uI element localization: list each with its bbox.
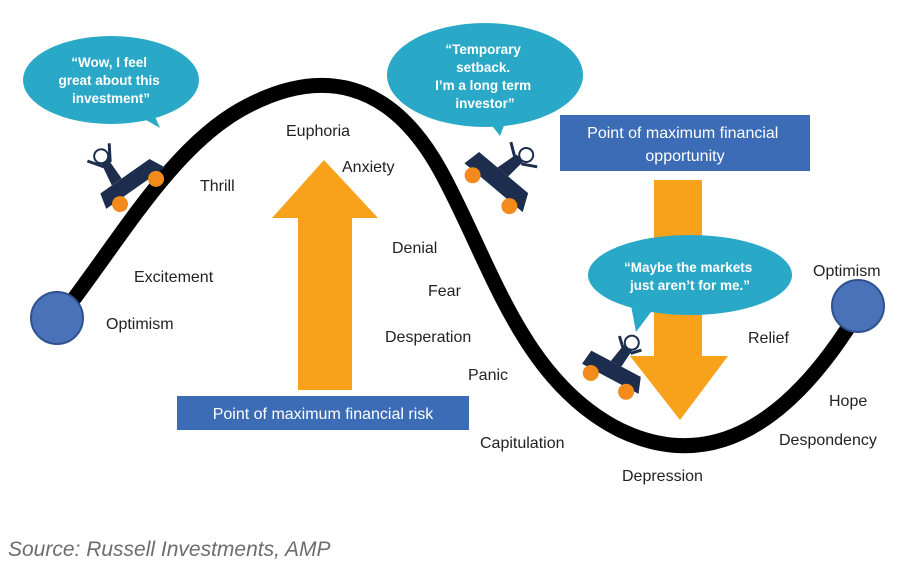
rollercoaster-car-icon	[86, 143, 166, 213]
emotion-anxiety: Anxiety	[342, 159, 394, 176]
emotion-hope: Hope	[829, 393, 867, 410]
rollercoaster-car-icon	[464, 141, 538, 215]
svg-text:“Temporary setback.: “Temporary setback. I’m a long term inve…	[435, 42, 535, 111]
emotion-optimism-end: Optimism	[813, 263, 881, 280]
emotion-depression: Depression	[622, 468, 703, 485]
emotion-relief: Relief	[748, 330, 789, 347]
speech-bubble-temporary: “Temporary setback. I’m a long term inve…	[387, 23, 583, 136]
emotion-desperation: Desperation	[385, 329, 471, 346]
emotion-denial: Denial	[392, 240, 437, 257]
emotion-panic: Panic	[468, 367, 508, 384]
emotion-optimism-start: Optimism	[106, 316, 174, 333]
emotion-excitement: Excitement	[134, 269, 214, 286]
max-risk-box	[177, 396, 469, 430]
emotion-despondency: Despondency	[779, 432, 877, 449]
emotion-capitulation: Capitulation	[480, 435, 565, 452]
max-opportunity-label: Point of maximum financial opportunity	[587, 125, 783, 165]
emotion-euphoria: Euphoria	[286, 123, 350, 140]
rollercoaster-car-icon	[582, 334, 642, 400]
emotion-fear: Fear	[428, 283, 462, 300]
emotion-thrill: Thrill	[200, 178, 235, 195]
end-point-circle	[831, 279, 885, 333]
svg-text:“Maybe the markets just: “Maybe the markets just aren’t for me.”	[624, 260, 756, 293]
speech-bubble-wow: “Wow, I feel great about this investment…	[23, 36, 199, 128]
arrow-up-icon	[272, 160, 378, 390]
emotion-cycle-curve	[50, 77, 866, 454]
source-caption: Source: Russell Investments, AMP	[8, 538, 331, 561]
max-opportunity-box	[560, 115, 810, 171]
svg-text:“Wow, I feel great about: “Wow, I feel great about this investment…	[58, 55, 163, 106]
start-point-circle	[30, 291, 84, 345]
max-risk-label: Point of maximum financial risk	[213, 406, 435, 423]
speech-bubble-maybe: “Maybe the markets just aren’t for me.”	[588, 235, 792, 332]
